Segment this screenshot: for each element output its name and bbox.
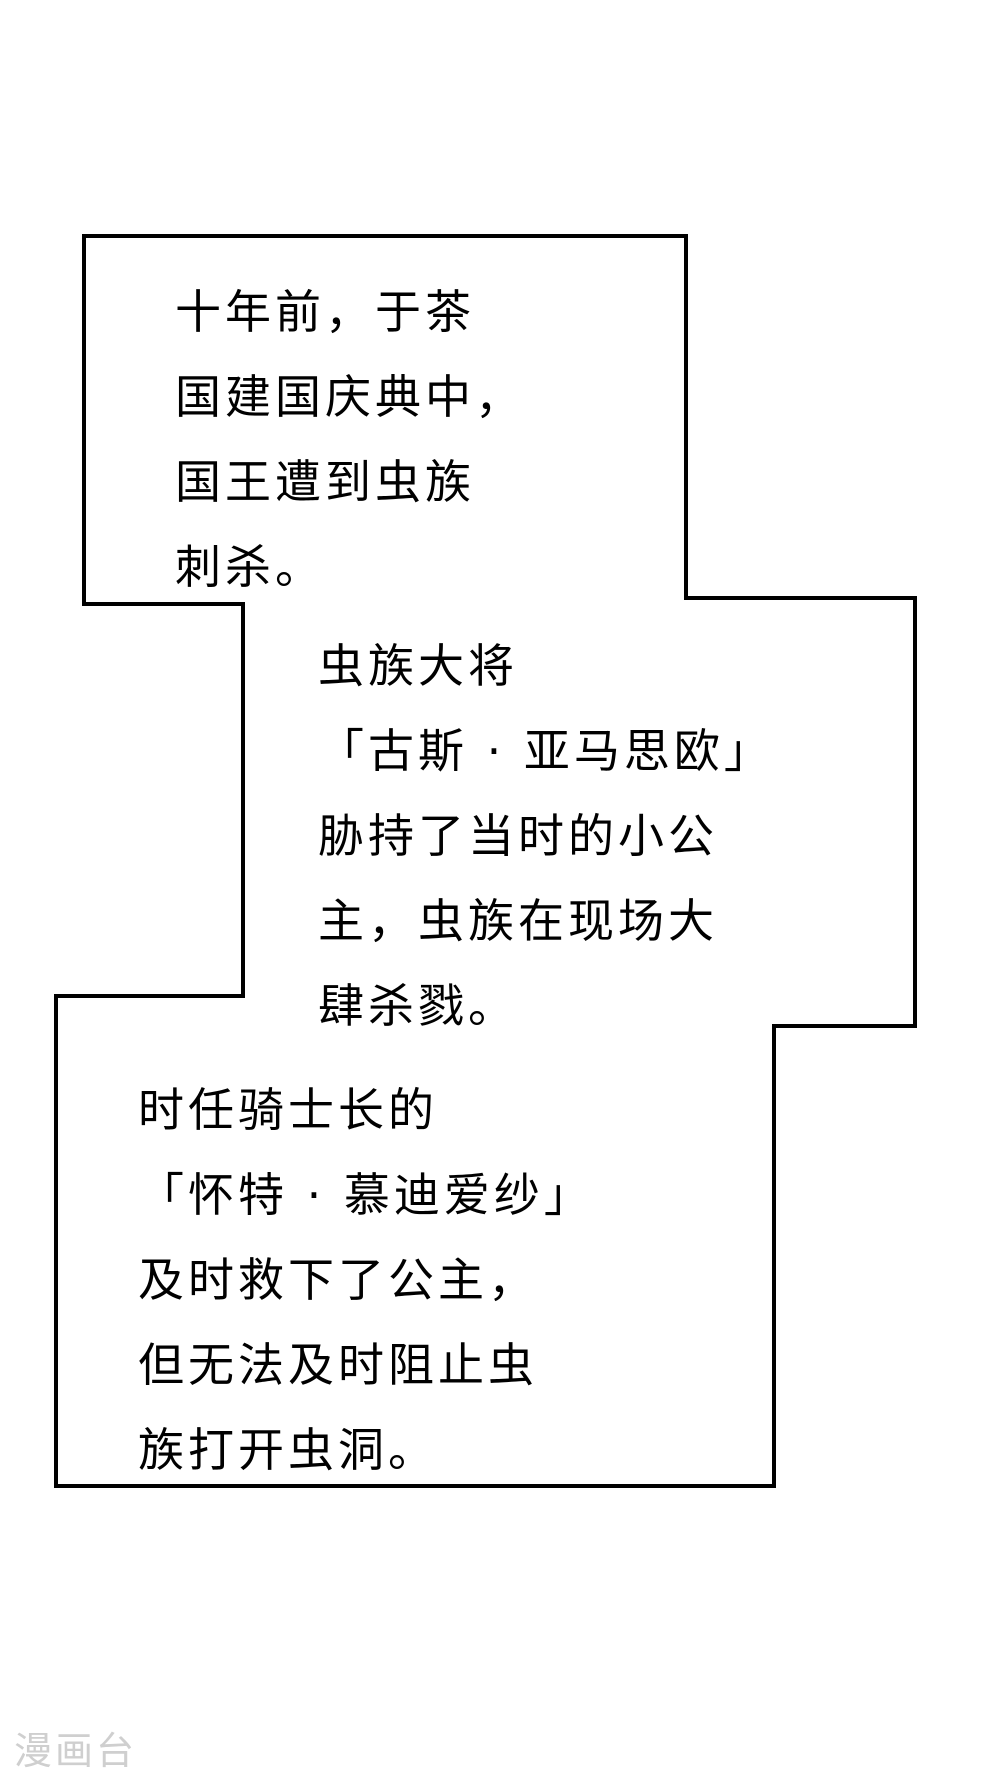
caption-line: 十年前，于茶 <box>175 285 475 339</box>
caption-line: 胁持了当时的小公 <box>318 809 718 863</box>
caption-line: 国王遭到虫族 <box>175 455 475 509</box>
caption-line: 及时救下了公主， <box>138 1253 538 1307</box>
caption-line: 虫族大将 <box>318 639 518 693</box>
caption-line: 「古斯 · 亚马思欧」 <box>318 724 774 778</box>
caption-line: 族打开虫洞。 <box>138 1423 438 1477</box>
watermark-logo: 漫画台 <box>14 1729 138 1773</box>
caption-line: 「怀特 · 慕迪爱纱」 <box>138 1168 594 1222</box>
caption-line: 国建国庆典中， <box>175 370 525 424</box>
caption-line: 刺杀。 <box>175 540 325 594</box>
caption-line: 肆杀戮。 <box>318 979 518 1033</box>
caption-line: 时任骑士长的 <box>138 1083 438 1137</box>
caption-line: 主，虫族在现场大 <box>318 894 718 948</box>
caption-block-2: 虫族大将 「古斯 · 亚马思欧」 胁持了当时的小公 主，虫族在现场大 肆杀戮。 <box>318 624 774 1049</box>
caption-block-3: 时任骑士长的 「怀特 · 慕迪爱纱」 及时救下了公主， 但无法及时阻止虫 族打开… <box>138 1068 594 1493</box>
caption-block-1: 十年前，于茶 国建国庆典中， 国王遭到虫族 刺杀。 <box>175 270 525 610</box>
caption-box-border <box>54 234 917 1488</box>
caption-line: 但无法及时阻止虫 <box>138 1338 538 1392</box>
